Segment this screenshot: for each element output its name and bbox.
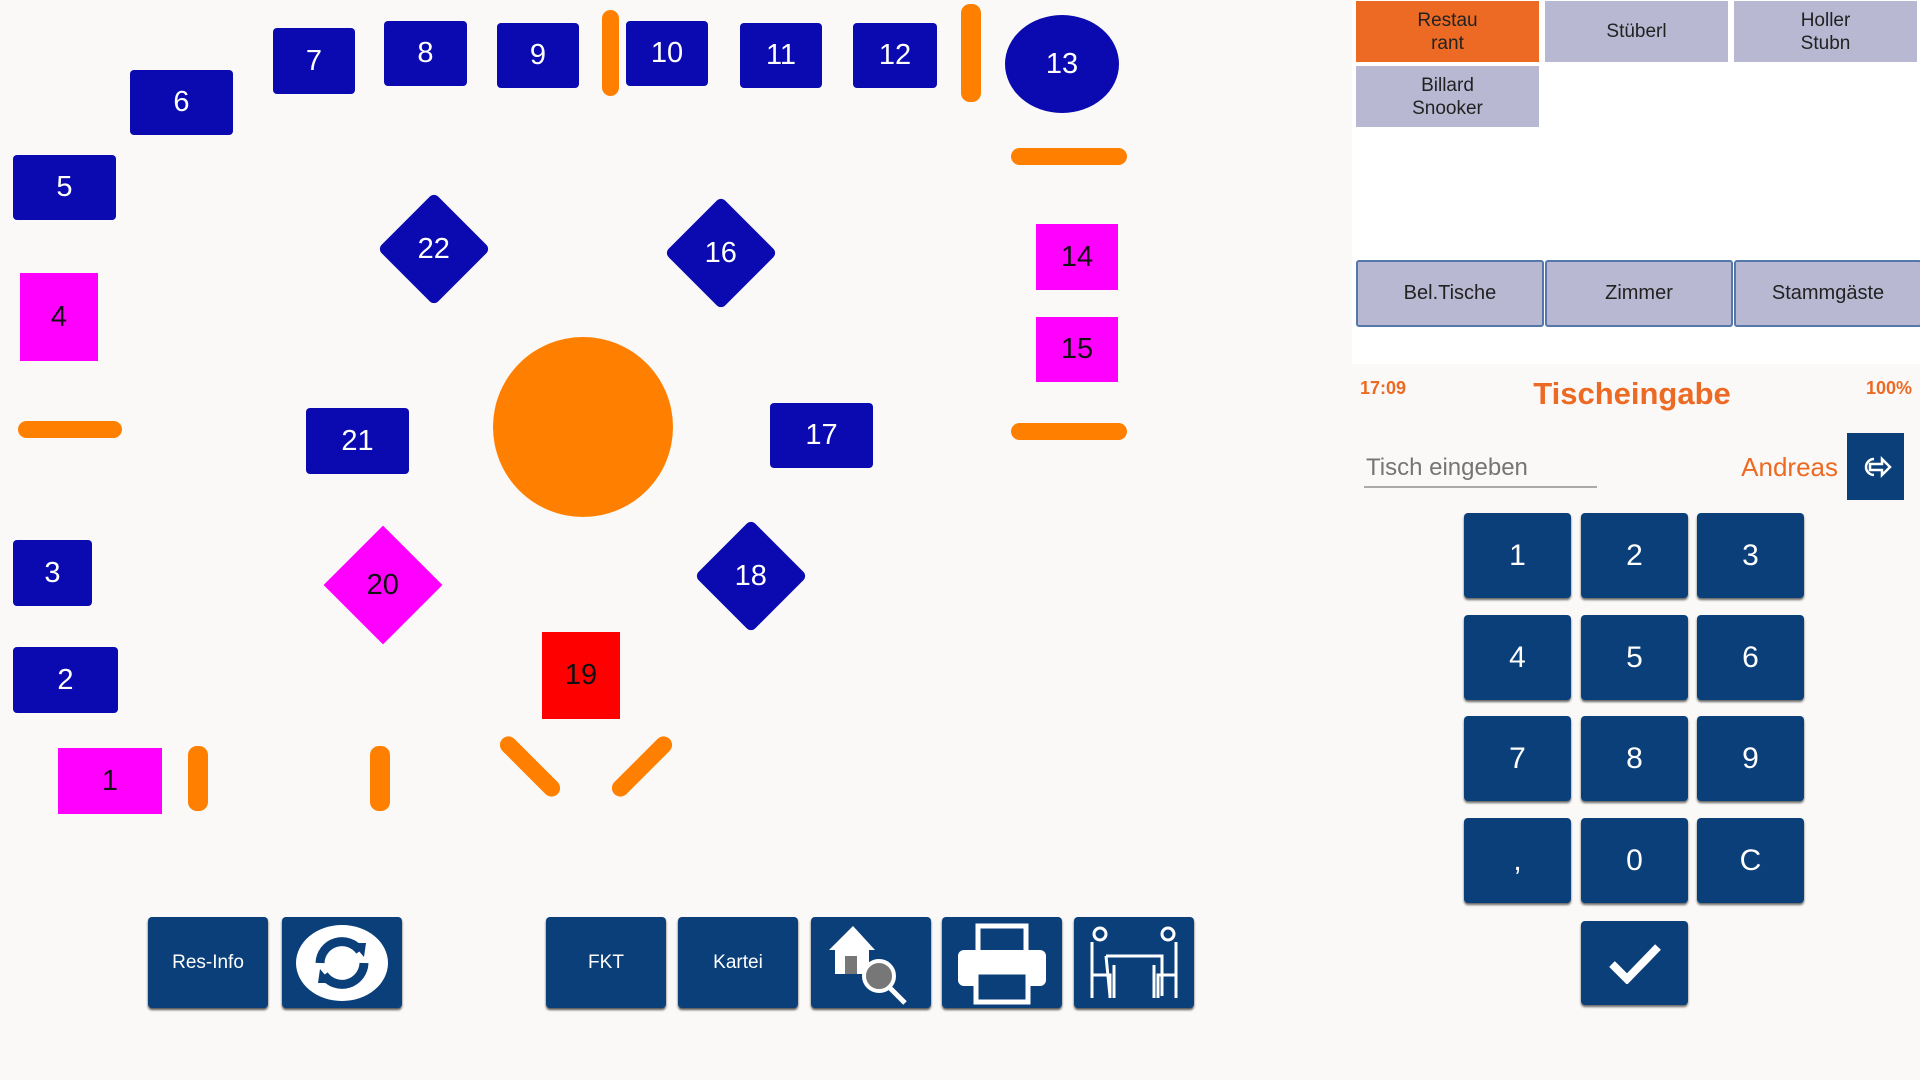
print-button[interactable] (942, 917, 1062, 1008)
table-21[interactable]: 21 (306, 408, 409, 474)
checkmark-icon (1608, 944, 1661, 984)
house-search-icon (829, 926, 907, 1005)
wall-divider (496, 732, 564, 801)
user-name: Andreas (1741, 452, 1838, 482)
table-16-label: 16 (704, 236, 738, 269)
wall-divider (1011, 148, 1127, 165)
wall-divider (961, 4, 981, 102)
key-7[interactable]: 7 (1464, 716, 1571, 801)
stammgaeste-button[interactable]: Stammgäste (1734, 260, 1920, 327)
table-14[interactable]: 14 (1036, 224, 1118, 290)
table-16[interactable]: 16 (664, 196, 778, 310)
wall-divider (18, 421, 122, 438)
area-billard-snooker[interactable]: Billard Snooker (1356, 66, 1539, 127)
kartei-button[interactable]: Kartei (678, 917, 798, 1008)
table-2[interactable]: 2 (13, 647, 118, 713)
wall-divider (602, 10, 619, 96)
key-3[interactable]: 3 (1697, 513, 1804, 598)
bel-tische-button[interactable]: Bel.Tische (1356, 260, 1544, 327)
printer-icon (958, 923, 1046, 1005)
table-15[interactable]: 15 (1036, 317, 1118, 382)
key-comma[interactable]: , (1464, 818, 1571, 903)
table-4[interactable]: 4 (20, 273, 98, 361)
table-1[interactable]: 1 (58, 748, 162, 814)
round-bar-counter (493, 337, 673, 517)
table-6[interactable]: 6 (130, 70, 233, 135)
table-19[interactable]: 19 (542, 632, 620, 719)
table-guests-button[interactable] (1074, 917, 1194, 1008)
logout-icon (1864, 455, 1892, 478)
key-5[interactable]: 5 (1581, 615, 1688, 700)
table-18-label: 18 (734, 559, 768, 592)
table-18[interactable]: 18 (694, 519, 808, 633)
confirm-button[interactable] (1581, 921, 1688, 1005)
house-search-button[interactable] (811, 917, 931, 1008)
key-4[interactable]: 4 (1464, 615, 1571, 700)
table-5[interactable]: 5 (13, 155, 116, 220)
area-holler-stubn[interactable]: Holler Stubn (1734, 1, 1917, 62)
fkt-button[interactable]: FKT (546, 917, 666, 1008)
key-6[interactable]: 6 (1697, 615, 1804, 700)
table-13[interactable]: 13 (1005, 15, 1119, 113)
key-0[interactable]: 0 (1581, 818, 1688, 903)
table-10[interactable]: 10 (626, 21, 708, 86)
table-22[interactable]: 22 (377, 192, 491, 306)
refresh-icon (296, 924, 388, 1001)
logout-button[interactable] (1847, 433, 1904, 500)
wall-divider (370, 746, 390, 811)
table-9[interactable]: 9 (497, 23, 579, 88)
table-20[interactable]: 20 (323, 525, 443, 645)
zimmer-button[interactable]: Zimmer (1545, 260, 1733, 327)
wall-divider (608, 732, 676, 801)
battery-level: 100% (1865, 378, 1912, 398)
wall-divider (188, 746, 208, 811)
area-restaurant[interactable]: Restau rant (1356, 1, 1539, 62)
table-guests-icon (1090, 926, 1178, 998)
table-12[interactable]: 12 (853, 23, 937, 88)
table-number-input[interactable] (1364, 450, 1597, 488)
wall-divider (1011, 423, 1127, 440)
area-stuberl[interactable]: Stüberl (1545, 1, 1728, 62)
table-17[interactable]: 17 (770, 403, 873, 468)
table-20-label: 20 (366, 568, 400, 601)
key-1[interactable]: 1 (1464, 513, 1571, 598)
table-22-label: 22 (417, 232, 451, 265)
page-title: Tischeingabe (1533, 376, 1731, 411)
table-8[interactable]: 8 (384, 21, 467, 86)
clock: 17:09 (1360, 378, 1407, 398)
key-9[interactable]: 9 (1697, 716, 1804, 801)
refresh-button[interactable] (282, 917, 402, 1008)
key-8[interactable]: 8 (1581, 716, 1688, 801)
table-3[interactable]: 3 (13, 540, 92, 606)
res-info-button[interactable]: Res-Info (148, 917, 268, 1008)
table-11[interactable]: 11 (740, 23, 822, 88)
key-clear[interactable]: C (1697, 818, 1804, 903)
key-2[interactable]: 2 (1581, 513, 1688, 598)
table-7[interactable]: 7 (273, 28, 355, 94)
